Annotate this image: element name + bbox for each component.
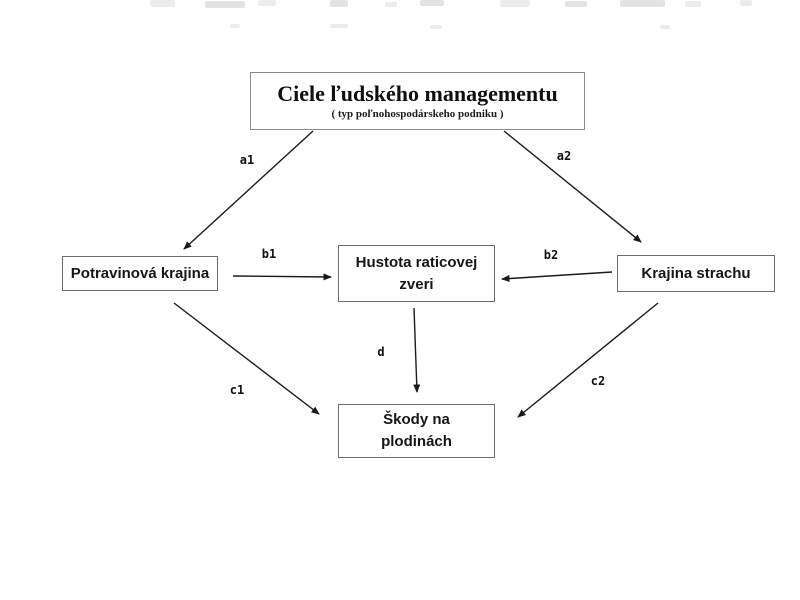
edge-label-c2: c2 xyxy=(590,374,606,388)
scan-artifact xyxy=(258,0,276,6)
node-management-goals: Ciele ľudského managementu ( typ poľnoho… xyxy=(250,72,585,130)
arrow-c1 xyxy=(173,302,320,415)
node-crop-damage: Škody na plodinách xyxy=(338,404,495,458)
diagram-subtitle: ( typ poľnohospodárskeho podniku ) xyxy=(331,107,504,120)
scan-artifact xyxy=(230,24,240,28)
scan-artifact xyxy=(565,1,587,7)
scan-artifact xyxy=(150,0,175,7)
edge-label-d: d xyxy=(377,345,385,359)
scan-artifact xyxy=(330,24,348,28)
scan-artifact xyxy=(500,0,530,7)
scan-artifact xyxy=(660,25,670,29)
edge-label-c1: c1 xyxy=(229,383,245,397)
node-fear-landscape: Krajina strachu xyxy=(617,255,775,292)
edge-label-a2: a2 xyxy=(556,149,572,163)
arrow-a1 xyxy=(183,130,314,250)
arrow-c2 xyxy=(517,302,659,418)
node-food-landscape: Potravinová krajina xyxy=(62,256,218,291)
arrow-d xyxy=(413,307,421,393)
scan-artifact xyxy=(430,25,442,29)
scan-artifact xyxy=(420,0,444,6)
node-ungulate-density: Hustota raticovej zveri xyxy=(338,245,495,302)
arrow-a2 xyxy=(503,130,642,243)
scan-artifact xyxy=(205,1,245,8)
diagram-title: Ciele ľudského managementu xyxy=(277,81,558,107)
edge-label-b2: b2 xyxy=(543,248,559,262)
arrow-b1 xyxy=(232,273,332,281)
edge-label-a1: a1 xyxy=(239,153,255,167)
scan-artifact xyxy=(685,1,701,7)
arrow-b2 xyxy=(501,271,613,283)
scan-artifact xyxy=(740,0,752,6)
scan-artifact xyxy=(385,2,397,7)
edge-label-b1: b1 xyxy=(261,247,277,261)
scan-artifact xyxy=(330,0,348,7)
scan-artifact xyxy=(620,0,665,7)
